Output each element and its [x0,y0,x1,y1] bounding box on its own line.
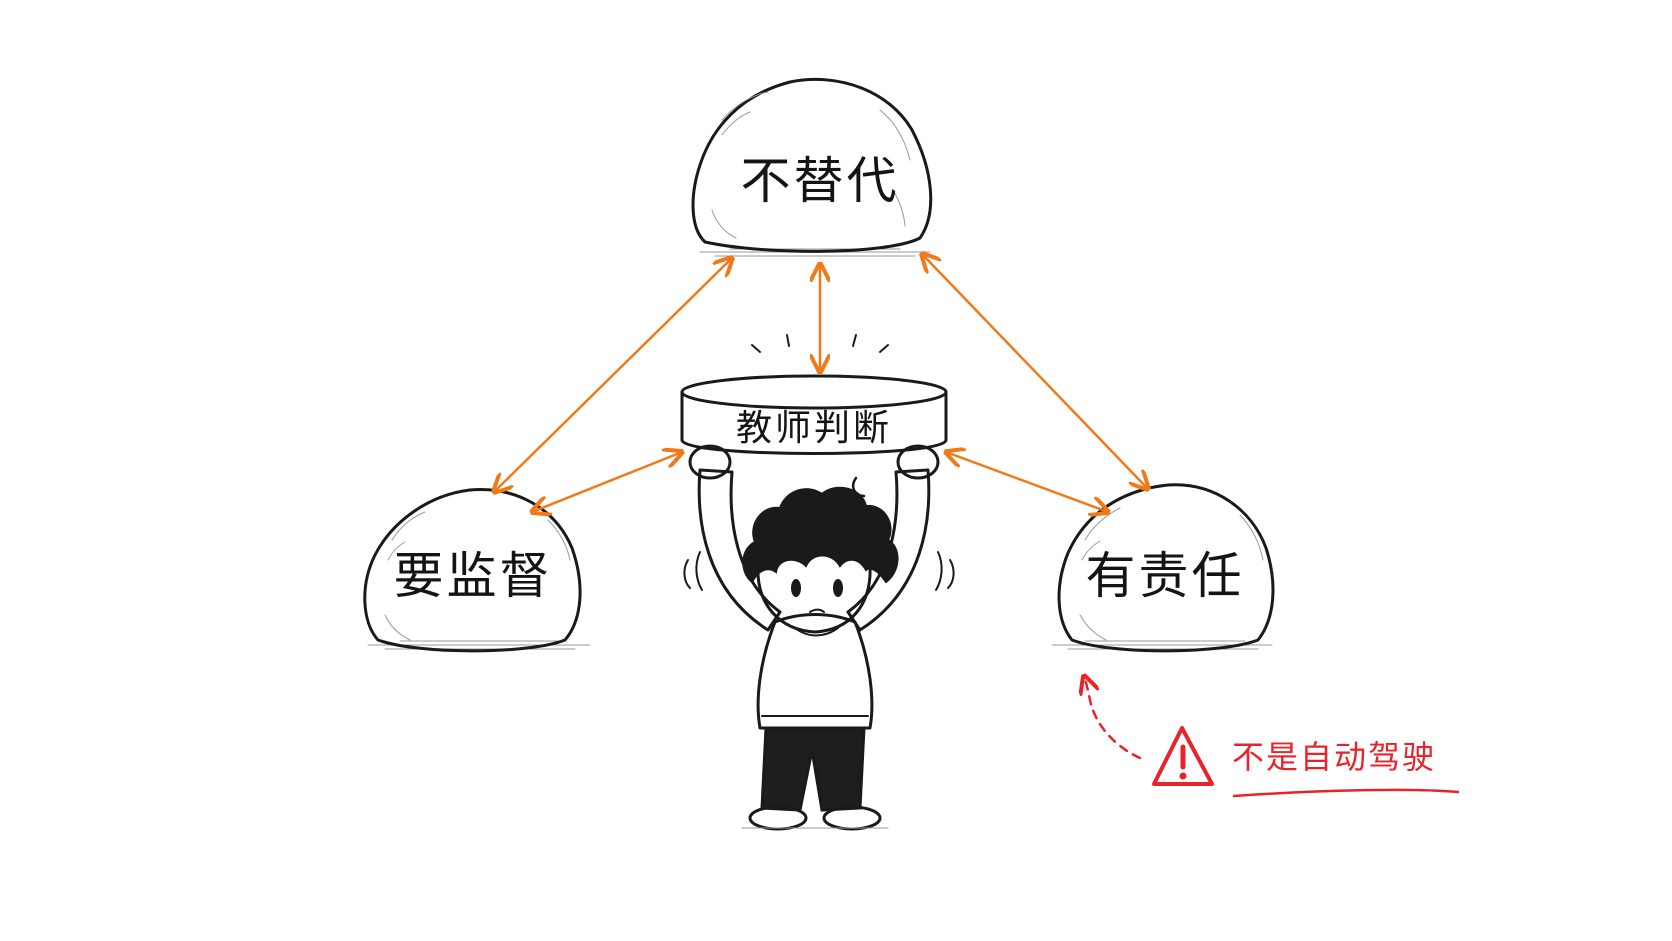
trousers [760,726,866,812]
warning-triangle-icon [1152,726,1214,786]
curly-hair [742,486,899,584]
rock-right: 有责任 [1051,483,1275,653]
rock-left: 要监督 [363,488,591,653]
arrow-top-left [494,258,732,492]
warning-label: 不是自动驾驶 [1232,738,1436,776]
character [683,334,955,831]
arrow-top-right [922,254,1148,489]
label-left: 要监督 [394,547,553,605]
arrow-center-left [532,452,682,512]
label-top: 不替代 [741,152,900,210]
center-disc: 教师判断 [680,374,948,455]
arrow-center-right [946,452,1108,512]
warning-note: 不是自动驾驶 [1084,676,1460,798]
rock-top: 不替代 [691,77,933,257]
label-center: 教师判断 [736,408,892,449]
label-right: 有责任 [1086,547,1245,605]
arrows [494,254,1148,512]
